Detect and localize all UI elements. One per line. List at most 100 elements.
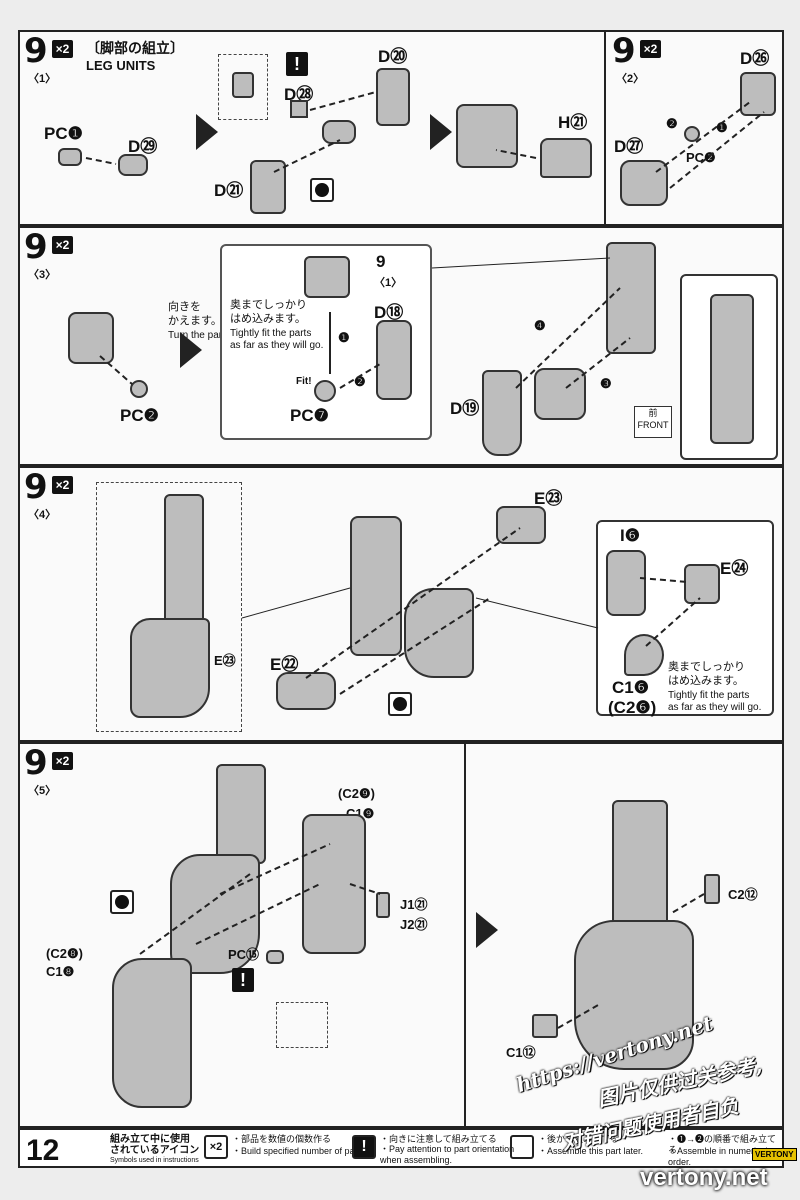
step-panel-5: 9 ×2 〈5〉 (C2❾) C1❾ J1㉑ J2㉑ (C2❽) C1❽ PC⑮… — [18, 742, 784, 1128]
part-label: E㉓ — [214, 653, 236, 668]
small-peg-part — [376, 892, 390, 918]
assemble-later-icon — [110, 890, 134, 914]
part-label: PC❷ — [120, 406, 159, 425]
upper-leg-part — [304, 256, 350, 298]
order-marker: ❹ — [534, 318, 546, 333]
part-label: D⑱ — [374, 303, 404, 322]
section-title-jp: 〔脚部の組立〕 — [86, 40, 184, 56]
quantity-badge: ×2 — [51, 40, 74, 58]
armor-part — [482, 370, 522, 456]
step-number: 9 — [24, 31, 48, 71]
assemble-later-icon — [310, 178, 334, 202]
fit-note-jp: 奥までしっかり はめ込みます。 — [668, 661, 745, 687]
bracket-part — [684, 564, 720, 604]
step-number-box: 9 ×2 — [24, 31, 74, 71]
knee-part — [376, 320, 412, 400]
brand-watermark: vertony.net — [640, 1164, 768, 1191]
step-panel-4: 9 ×2 〈4〉 E㉓ E㉓ E㉒ I❻ E㉔ C1❻ (C2❻) 奥までしっか… — [18, 466, 784, 742]
legend-back-jp: ・後から組み立てる — [538, 1134, 620, 1144]
step-number-box: 9 ×2 — [612, 31, 662, 71]
step-substep: 〈5〉 — [28, 785, 57, 797]
quantity-badge: ×2 — [51, 476, 74, 494]
step-reference-sub: 〈1〉 — [374, 277, 403, 289]
step-number: 9 — [612, 31, 636, 71]
step-number: 9 — [24, 227, 48, 267]
part-label: D㉑ — [214, 181, 244, 200]
legend-back-en: ・Assemble this part later. — [538, 1146, 644, 1156]
knee-assembly-part — [216, 764, 266, 864]
polycap-part — [130, 380, 148, 398]
legend-qty-jp: ・部品を数値の個数作る — [232, 1134, 332, 1144]
assembly-guide-lines — [85, 91, 765, 189]
part-label: C2⑫ — [728, 887, 758, 902]
step-number-box: 9 ×2 — [24, 746, 74, 780]
order-marker: ❶ — [338, 330, 350, 345]
order-marker: ❶ — [716, 120, 728, 135]
part-label: H㉑ — [558, 113, 588, 132]
peg-part — [290, 100, 308, 118]
fit-tag: Fit! — [296, 376, 312, 387]
assembly-guide-lines — [99, 257, 631, 389]
step-arrow-icon — [476, 912, 498, 948]
polycap-part — [314, 380, 336, 402]
order-marker: ❷ — [666, 116, 678, 131]
fit-note-jp: 奥までしっかり はめ込みます。 — [230, 299, 307, 325]
part-label: C1❻ — [612, 678, 649, 697]
legend-title-jp: 組み立て中に使用 されているアイコン — [110, 1134, 200, 1156]
assemble-later-icon — [510, 1135, 534, 1159]
step-arrow-icon — [196, 114, 218, 150]
part-label: C1⑫ — [506, 1045, 536, 1060]
part-label: (C2❽) — [46, 946, 83, 961]
small-detail-part — [232, 72, 254, 98]
step-substep: 〈3〉 — [28, 269, 57, 281]
assembled-joint-part — [456, 104, 518, 168]
assembled-thigh-part — [710, 294, 754, 444]
legend-qty-en: ・Build specified number of parts. — [232, 1146, 368, 1156]
step-number-box: 9 ×2 — [24, 227, 74, 267]
step-arrow-icon — [430, 114, 452, 150]
polycap-part — [58, 148, 82, 166]
assembly-guide-lines — [139, 843, 705, 1029]
assembled-leg-part — [612, 800, 668, 930]
small-part — [532, 1014, 558, 1038]
part-label: E㉓ — [534, 489, 563, 508]
part-label: C1❽ — [46, 964, 75, 979]
polycap-part — [684, 126, 700, 142]
cover-part — [540, 138, 592, 178]
front-indicator: 前 FRONT — [634, 406, 672, 438]
front-label-en: FRONT — [637, 420, 669, 430]
part-label: D㉖ — [740, 49, 770, 68]
part-label: (C2❻) — [608, 698, 657, 717]
panel-divider — [604, 32, 606, 224]
step-substep: 〈4〉 — [28, 509, 57, 521]
cylinder-part — [118, 154, 148, 176]
cone-part — [624, 634, 664, 676]
fit-note-en: Tightly fit the parts as far as they wil… — [668, 690, 762, 713]
armor-plate-part — [606, 550, 646, 616]
quantity-icon: ×2 — [204, 1135, 228, 1159]
assembled-leg-part — [164, 494, 204, 624]
step-substep: 〈2〉 — [616, 73, 645, 85]
panel-divider — [464, 744, 466, 1126]
part-label: D⑳ — [378, 47, 408, 66]
quantity-badge: ×2 — [51, 752, 74, 770]
warning-icon: ! — [286, 52, 308, 76]
knee-joint-part — [534, 368, 586, 420]
part-label: D⑲ — [450, 399, 480, 418]
thigh-part — [606, 242, 656, 354]
shin-frame-part — [350, 516, 402, 656]
page-number: 12 — [26, 1134, 60, 1167]
polycap-part — [266, 950, 284, 964]
calf-armor-part — [302, 814, 366, 954]
detail-inset — [218, 54, 268, 120]
step-arrow-icon — [180, 332, 202, 368]
step-number-box: 9 ×2 — [24, 470, 74, 504]
warning-icon: ! — [232, 968, 254, 992]
part-label: (C2❾) — [338, 786, 375, 801]
assembled-shin-part — [574, 920, 694, 1070]
step-panel-1: 9 ×2 〈1〉 〔脚部の組立〕 LEG UNITS PC❶ D㉙ ! D㉘ D… — [18, 30, 784, 226]
legend-title-en: Symbols used in instructions — [110, 1157, 199, 1164]
calf-armor-part — [112, 958, 192, 1108]
legend-warn-en: ・Pay attention to part orientation when … — [380, 1144, 515, 1165]
